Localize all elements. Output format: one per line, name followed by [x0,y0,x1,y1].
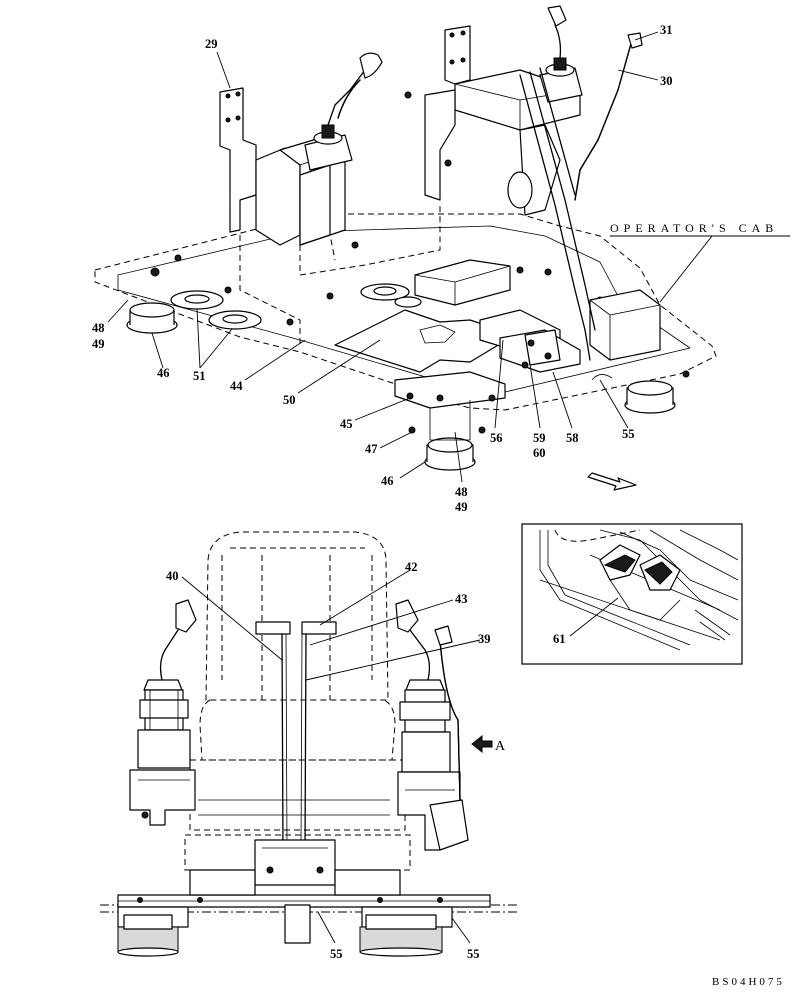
floor-cover-box [414,259,511,306]
cab-title-leader [659,235,713,303]
callout-39: 39 [478,632,491,646]
callout-51: 51 [193,369,206,383]
callout-31: 31 [660,23,673,37]
callout-55a: 55 [330,947,343,961]
seat-backrest [205,531,389,701]
callout-47: 47 [365,442,378,456]
callout-60: 60 [533,446,546,460]
direction-arrow [587,472,637,491]
cab-mounts [126,302,676,471]
right-joystick-front [395,599,469,851]
callout-59: 59 [533,431,546,445]
right-control-console [424,5,643,361]
top-callouts: 29 31 30 48 49 46 51 44 50 45 47 46 48 4… [92,23,673,514]
view-a-inset [521,523,743,665]
callout-48b: 48 [455,485,468,499]
callout-46: 46 [157,366,170,380]
callout-46b: 46 [381,474,394,488]
callout-50: 50 [283,393,296,407]
travel-pedals [479,309,581,373]
callout-49b: 49 [455,500,468,514]
cab-title: OPERATOR'S CAB [610,221,778,235]
callout-40: 40 [166,569,179,583]
callout-42: 42 [405,560,418,574]
drawing-code: BS04H075 [712,976,785,988]
travel-levers-front [254,621,337,886]
seat-front-view [184,531,411,871]
callout-58: 58 [566,431,579,445]
view-a-label: A [495,739,506,754]
bottom-callouts: 40 42 43 39 55 55 [166,560,491,961]
hatch-rings [170,283,422,330]
leader-61 [569,597,619,637]
view-arrow-a: A [471,734,506,754]
callout-29: 29 [205,37,218,51]
bottom-leaders [181,569,481,944]
mat-cutout [419,324,456,344]
right-console [589,289,661,361]
callout-30: 30 [660,74,673,88]
front-bracket [394,371,506,409]
callout-55: 55 [622,427,635,441]
callout-45: 45 [340,417,353,431]
callout-48: 48 [92,321,105,335]
callout-49: 49 [92,337,105,351]
callout-61: 61 [553,632,566,646]
left-control-console [219,52,383,246]
cab-base-front [100,869,520,957]
callout-43: 43 [455,592,468,606]
callout-56: 56 [490,431,503,445]
cab-floor-assembly [94,91,717,471]
callout-55b: 55 [467,947,480,961]
callout-44: 44 [230,379,243,393]
left-joystick-front [129,599,197,826]
top-leaders [107,31,659,483]
